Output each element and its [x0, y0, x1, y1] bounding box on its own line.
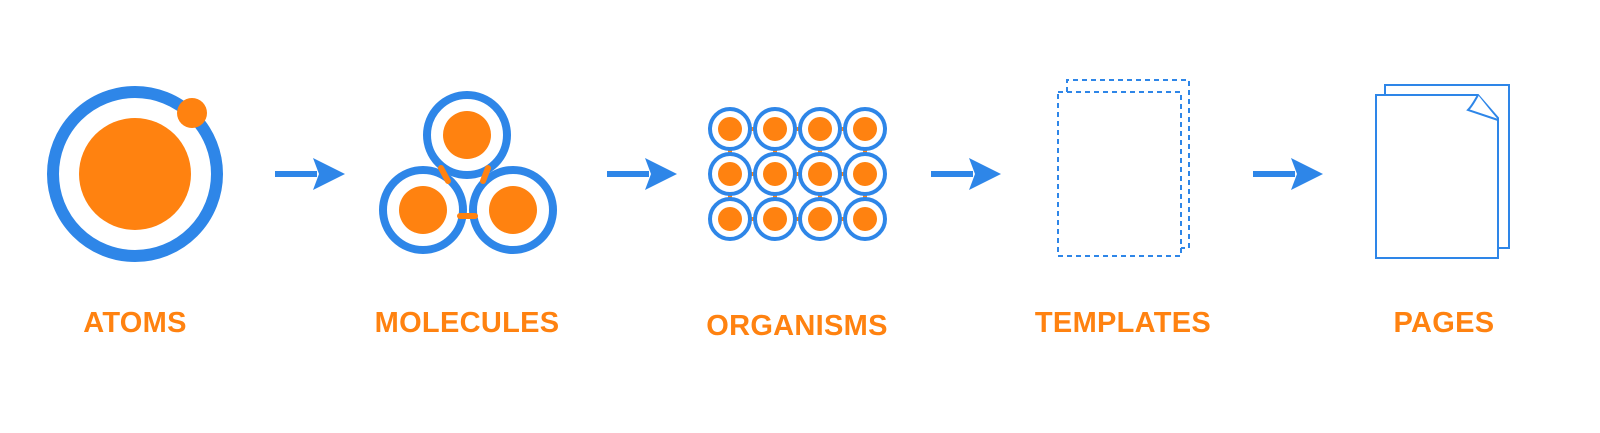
molecule-bond: [438, 165, 451, 184]
atom-icon: [47, 86, 223, 262]
stage-label-pages: PAGES: [1393, 307, 1495, 339]
dashed-pages-icon: [1057, 79, 1190, 257]
stage-label-templates: TEMPLATES: [1034, 307, 1212, 339]
arrow-right-icon: [931, 158, 1001, 190]
pages-icon: [1375, 84, 1510, 259]
arrow-right-icon: [275, 158, 345, 190]
stage-label-molecules: MOLECULES: [374, 307, 560, 339]
molecule-bond: [480, 165, 491, 184]
stage-label-atoms: ATOMS: [83, 307, 187, 339]
arrow-right-icon: [607, 158, 677, 190]
stage-label-organisms: ORGANISMS: [706, 310, 888, 342]
molecule-icon: [379, 91, 557, 254]
arrow-right-icon: [1253, 158, 1323, 190]
organism-grid-icon: [708, 107, 887, 241]
